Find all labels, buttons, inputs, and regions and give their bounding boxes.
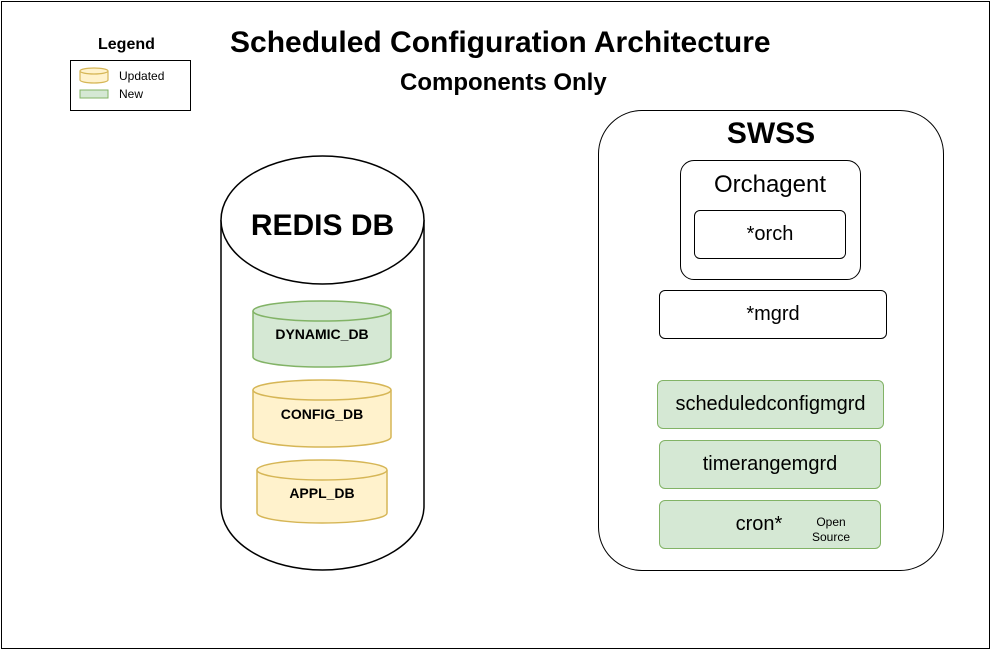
orch-box: *orch xyxy=(694,210,846,259)
orch-label: *orch xyxy=(746,223,794,245)
mgrd-label: *mgrd xyxy=(746,303,800,325)
scheduledconfigmgrd-label: scheduledconfigmgrd xyxy=(675,393,866,415)
timerangemgrd-box: timerangemgrd xyxy=(659,440,881,489)
legend-box xyxy=(70,60,191,111)
legend-new-swatch-icon xyxy=(79,89,109,99)
legend-label-new: New xyxy=(119,87,144,101)
orchagent-label: Orchagent xyxy=(713,171,827,198)
redis-db-top xyxy=(220,155,425,285)
diagram-title: Scheduled Configuration Architecture xyxy=(230,26,771,59)
dynamic-db-cylinder: DYNAMIC_DB xyxy=(252,300,392,368)
appl-db-cylinder: APPL_DB xyxy=(256,459,388,524)
timerangemgrd-label: timerangemgrd xyxy=(702,453,838,475)
config-db-label: CONFIG_DB xyxy=(281,406,363,422)
scheduledconfigmgrd-box: scheduledconfigmgrd xyxy=(657,380,884,429)
legend-updated-swatch-icon xyxy=(79,67,109,84)
diagram-subtitle: Components Only xyxy=(400,69,607,96)
cron-label: cron* xyxy=(735,513,783,535)
dynamic-db-label: DYNAMIC_DB xyxy=(275,326,368,342)
legend-label-updated: Updated xyxy=(119,69,165,83)
appl-db-label: APPL_DB xyxy=(289,485,354,501)
swss-label: SWSS xyxy=(726,117,816,150)
config-db-cylinder: CONFIG_DB xyxy=(252,379,392,448)
mgrd-box: *mgrd xyxy=(659,290,887,339)
cron-open-source-note: Open Source xyxy=(811,515,851,544)
cron-box: cron* xyxy=(659,500,881,549)
redis-db-label: REDIS DB xyxy=(251,209,394,242)
legend-swatches xyxy=(79,67,109,99)
legend-title: Legend xyxy=(98,36,155,53)
redis-db-cylinder: REDIS DB DYNAMIC_DB CONFIG_DB APPL_DB xyxy=(220,155,425,571)
